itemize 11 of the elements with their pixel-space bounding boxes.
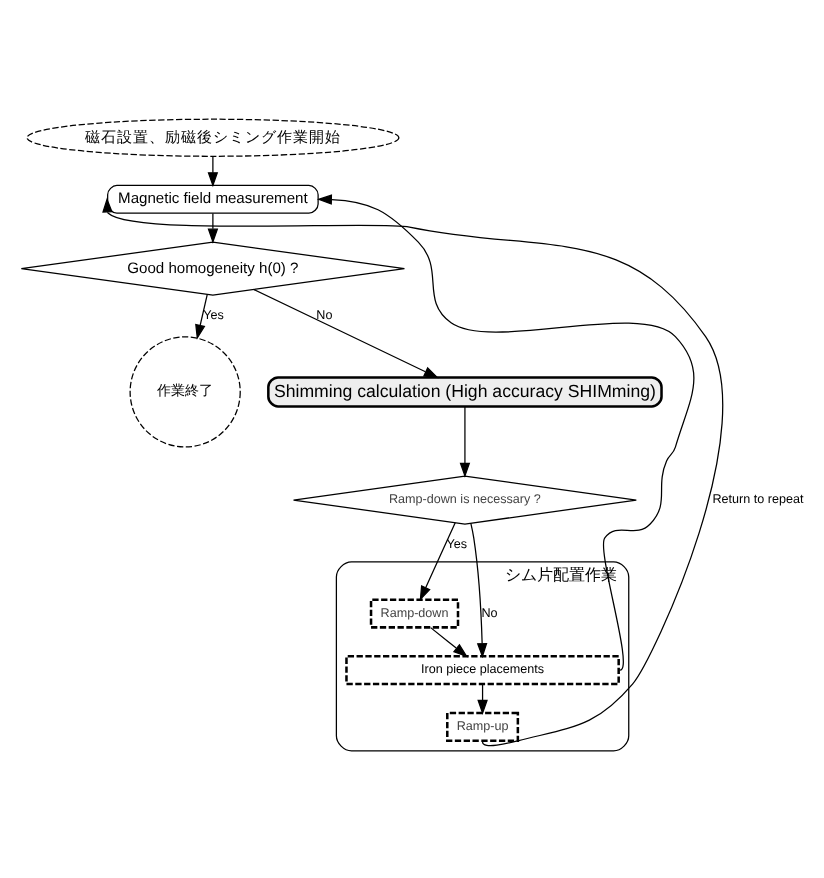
arrow: [459, 404, 471, 477]
node-box: Shimming calculation (High accuracy SHIMming): [267, 375, 663, 407]
arrow: [207, 155, 219, 187]
arrow: [195, 292, 208, 339]
arrow: [102, 196, 723, 746]
arrow: [430, 626, 469, 657]
arrow: [316, 193, 695, 670]
arrow: [419, 521, 456, 600]
arrow: [470, 521, 488, 658]
arrow: [207, 211, 219, 243]
arrow: [253, 287, 439, 378]
